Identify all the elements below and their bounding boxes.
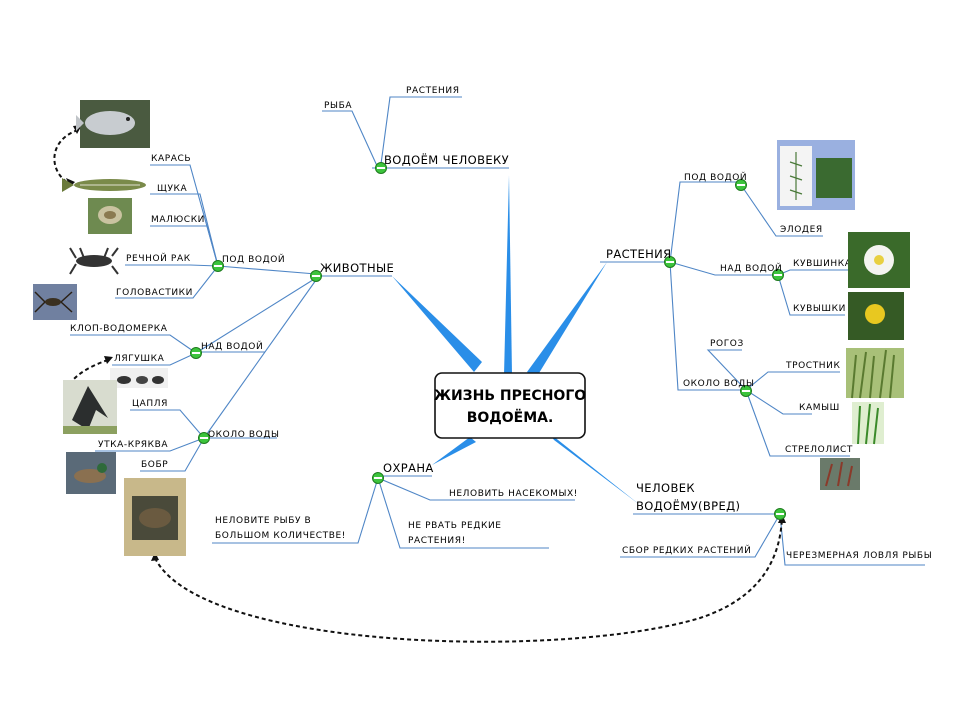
fish1-icon (76, 100, 150, 148)
root-node[interactable]: ЖИЗНЬ ПРЕСНОГО ВОДОЁМА. (434, 372, 586, 439)
branch-nodes (190, 162, 786, 520)
label-reed: ТРОСТНИК (785, 361, 840, 371)
branch-labels: ВОДОЁМ ЧЕЛОВЕКУ ЖИВОТНЫЕ РАСТЕНИЯ ОХРАНА… (320, 152, 740, 513)
mollusk-icon (88, 198, 132, 234)
label-plants-under: ПОД ВОДОЙ (684, 171, 747, 183)
node-plants-under[interactable] (735, 179, 747, 191)
central-spokes (392, 175, 640, 505)
label-harm-line2: ВОДОЁМУ(ВРЕД) (636, 498, 740, 513)
node-animals-near[interactable] (198, 432, 210, 444)
frog-icon (110, 368, 168, 388)
label-cattail: РОГОЗ (710, 339, 744, 349)
node-protection[interactable] (372, 472, 384, 484)
label-crucian: КАРАСЬ (151, 154, 191, 164)
label-overfishing: ЧЕРЕЗМЕРНАЯ ЛОВЛЯ РЫБЫ (786, 551, 932, 561)
sub-labels: РЫБА РАСТЕНИЯ ПОД ВОДОЙ НАД ВОДОЙ ОКОЛО … (70, 86, 932, 561)
label-animals: ЖИВОТНЫЕ (320, 261, 394, 275)
node-animals-above[interactable] (190, 347, 202, 359)
label-yellow-lily: КУВЫШКИ (793, 304, 846, 314)
label-plants-near: ОКОЛО ВОДЫ (683, 379, 755, 389)
yellow-lily-icon (848, 292, 904, 340)
spoke-protection (432, 437, 476, 465)
reed-icon (846, 348, 904, 399)
crayfish-icon (69, 247, 119, 275)
label-elodea: ЭЛОДЕЯ (780, 225, 823, 235)
node-plants-above[interactable] (772, 269, 784, 281)
label-tadpoles: ГОЛОВАСТИКИ (116, 288, 193, 298)
label-plants: РАСТЕНИЯ (606, 247, 672, 261)
node-plants[interactable] (664, 256, 676, 268)
arrow-fish-pike (53, 129, 79, 185)
label-sedge: КАМЫШ (799, 403, 840, 413)
label-crayfish: РЕЧНОЙ РАК (126, 252, 191, 264)
label-water-strider: КЛОП-ВОДОМЕРКА (70, 324, 168, 334)
sedge-icon (852, 402, 884, 445)
node-animals[interactable] (310, 270, 322, 282)
spoke-plants (527, 262, 607, 378)
label-rare-plants-line2: РАСТЕНИЯ! (408, 536, 466, 546)
label-animals-under: ПОД ВОДОЙ (222, 253, 285, 265)
spoke-animals (392, 276, 482, 372)
label-no-fishing-line1: НЕЛОВИТЕ РЫБУ В (215, 516, 311, 526)
pictures (33, 100, 910, 556)
label-protection: ОХРАНА (383, 461, 434, 475)
label-frog: ЛЯГУШКА (114, 354, 165, 364)
label-no-fishing-line2: БОЛЬШОМ КОЛИЧЕСТВЕ! (215, 531, 346, 541)
label-beaver: БОБР (141, 460, 168, 470)
label-arrowhead: СТРЕЛОЛИСТ (785, 445, 853, 455)
label-water-lily: КУВШИНКА (793, 259, 852, 269)
label-human-use: ВОДОЁМ ЧЕЛОВЕКУ (384, 152, 509, 167)
node-human-use[interactable] (375, 162, 387, 174)
node-animals-under[interactable] (212, 260, 224, 272)
water-lily-icon (848, 232, 910, 288)
spoke-harm (548, 432, 640, 505)
root-title-line1: ЖИЗНЬ ПРЕСНОГО (434, 388, 586, 404)
label-duck: УТКА-КРЯКВА (98, 440, 168, 450)
beaver-icon (124, 478, 186, 556)
root-title-line2: ВОДОЁМА. (467, 409, 554, 426)
label-animals-near: ОКОЛО ВОДЫ (208, 430, 280, 440)
label-use-plants: РАСТЕНИЯ (406, 86, 460, 96)
label-no-insects: НЕЛОВИТЬ НАСЕКОМЫХ! (449, 489, 578, 499)
root-box (434, 372, 586, 439)
label-mollusks: МАЛЮСКИ (151, 215, 205, 225)
label-rare-plants-line1: НЕ РВАТЬ РЕДКИЕ (408, 521, 502, 531)
label-fish: РЫБА (324, 101, 352, 111)
label-harm-line1: ЧЕЛОВЕК (636, 481, 695, 495)
water-strider-icon (33, 284, 77, 320)
heron-icon (63, 380, 117, 434)
label-pike: ЩУКА (157, 184, 188, 194)
label-animals-above: НАД ВОДОЙ (201, 340, 263, 352)
spoke-human-use (504, 175, 512, 375)
label-heron: ЦАПЛЯ (132, 399, 168, 409)
node-harm[interactable] (774, 508, 786, 520)
label-rare-collection: СБОР РЕДКИХ РАСТЕНИЙ (622, 544, 751, 556)
pike-icon (62, 178, 146, 192)
duck-icon (66, 452, 116, 494)
elodea-icon (777, 140, 855, 210)
label-plants-above: НАД ВОДОЙ (720, 262, 782, 274)
arrowhead-icon (820, 458, 860, 490)
node-plants-near[interactable] (740, 385, 752, 397)
